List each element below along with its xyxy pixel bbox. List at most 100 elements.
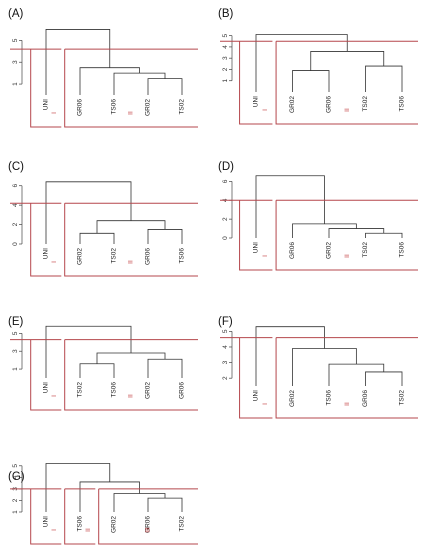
cluster-box — [98, 488, 198, 545]
y-tick-label: 5 — [222, 329, 229, 333]
dendrogram-branch — [365, 65, 403, 92]
y-tick-label: 1 — [12, 82, 19, 86]
cluster-box — [10, 48, 62, 128]
dendrogram-branch — [328, 363, 385, 386]
y-tick-label: 2 — [222, 67, 229, 71]
y-tick-label: 5 — [222, 33, 229, 37]
leaf-label: TS02 — [399, 390, 406, 406]
cluster-box — [220, 199, 273, 271]
leaf-label: TS02 — [362, 96, 369, 112]
y-tick-label: 3 — [12, 60, 19, 64]
dendrogram-branch — [147, 358, 183, 378]
dendrogram-branch — [45, 29, 111, 95]
leaf-label: TS02 — [362, 242, 369, 258]
cluster-label: I — [262, 403, 269, 405]
y-tick-label: 3 — [222, 56, 229, 60]
dendrogram-branch — [255, 34, 348, 92]
cluster-box — [275, 337, 418, 419]
cluster-label: I — [262, 255, 269, 257]
dendrogram-branch — [113, 493, 166, 512]
dendrogram-branch — [79, 363, 115, 378]
dendrogram-branch — [96, 352, 166, 364]
leaf-label: GR06 — [289, 242, 296, 259]
y-tick-label: 1 — [12, 367, 19, 371]
y-tick-label: 4 — [222, 345, 229, 349]
leaf-label: UNI — [43, 99, 50, 110]
dendrogram-branch — [147, 229, 183, 244]
leaf-label: UNI — [253, 242, 260, 253]
cluster-label: II — [344, 402, 351, 406]
leaf-label: UNI — [43, 516, 50, 527]
leaf-label: GR02 — [111, 516, 118, 533]
panel-label: (G) — [8, 471, 25, 483]
cluster-label: III — [145, 527, 152, 533]
y-tick-label: 2 — [222, 376, 229, 380]
cluster-label: I — [262, 109, 269, 111]
cluster-label: I — [51, 112, 58, 114]
y-tick-label: 3 — [12, 349, 19, 353]
cluster-box — [10, 488, 62, 545]
leaf-label: TS02 — [77, 382, 84, 398]
cluster-box — [10, 339, 62, 411]
leaf-label: GR06 — [179, 382, 186, 399]
panel-label: (F) — [218, 316, 233, 328]
dendrogram-branch — [96, 220, 166, 234]
leaf-label: GR06 — [326, 96, 333, 113]
leaf-label: TS06 — [179, 248, 186, 264]
cluster-box — [64, 339, 198, 411]
dendrogram-branch — [310, 51, 385, 71]
y-tick-label: 5 — [12, 464, 19, 468]
dendrogram-branch — [147, 78, 183, 95]
panel-label: (A) — [8, 8, 24, 20]
dendrogram-branch — [255, 326, 325, 386]
cluster-box — [220, 337, 273, 419]
cluster-label: II — [128, 111, 135, 115]
leaf-label: TS02 — [179, 516, 186, 532]
leaf-label: TS06 — [326, 390, 333, 406]
dendrogram-branch — [365, 371, 403, 386]
leaf-label: TS06 — [399, 96, 406, 112]
cluster-label: II — [85, 528, 92, 532]
dendrogram-branch — [292, 70, 330, 92]
leaf-label: GR02 — [289, 390, 296, 407]
cluster-box — [64, 202, 198, 277]
leaf-label: TS02 — [111, 248, 118, 264]
y-tick-label: 3 — [222, 360, 229, 364]
leaf-label: TS02 — [179, 99, 186, 115]
leaf-label: GR02 — [326, 242, 333, 259]
y-tick-label: 5 — [12, 38, 19, 42]
leaf-label: GR06 — [145, 248, 152, 265]
leaf-label: GR02 — [145, 99, 152, 116]
leaf-label: TS06 — [111, 99, 118, 115]
leaf-label: UNI — [253, 390, 260, 401]
leaf-label: GR02 — [289, 96, 296, 113]
y-tick-label: 4 — [12, 475, 19, 479]
leaf-label: TS06 — [77, 516, 84, 532]
y-tick-label: 5 — [12, 331, 19, 335]
panel-label: (C) — [8, 161, 24, 173]
y-tick-label: 6 — [222, 179, 229, 183]
cluster-label: II — [128, 394, 135, 398]
cluster-label: I — [51, 395, 58, 397]
y-tick-label: 2 — [222, 217, 229, 221]
y-tick-label: 6 — [12, 184, 19, 188]
leaf-label: UNI — [253, 96, 260, 107]
panel-label: (D) — [218, 161, 234, 173]
cluster-label: I — [51, 261, 58, 263]
y-tick-label: 1 — [12, 510, 19, 514]
dendrogram-branch — [45, 463, 111, 512]
panel-label: (B) — [218, 8, 234, 20]
dendrogram-branch — [113, 72, 166, 95]
y-tick-label: 0 — [222, 236, 229, 240]
dendrogram-branch — [292, 223, 357, 238]
y-tick-label: 2 — [12, 498, 19, 502]
cluster-box — [275, 40, 418, 125]
cluster-label: II — [344, 254, 351, 258]
cluster-label: I — [51, 529, 58, 531]
